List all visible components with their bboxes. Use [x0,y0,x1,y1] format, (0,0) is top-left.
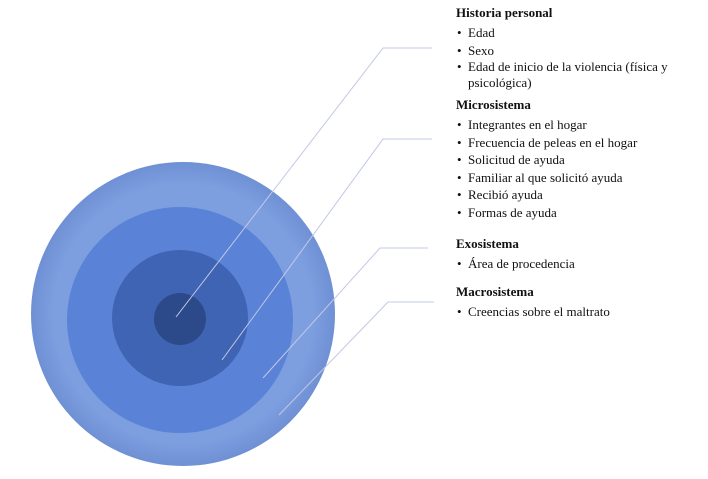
list-item: Familiar al que solicitó ayuda [456,169,706,187]
list-item: Integrantes en el hogar [456,116,706,134]
group-title: Microsistema [456,97,531,112]
list-item: Edad de inicio de la violencia (física y… [456,59,706,91]
list-item: Recibió ayuda [456,186,706,204]
list-item: Solicitud de ayuda [456,151,706,169]
connector-line-personal [175,47,432,318]
group-title: Macrosistema [456,284,534,299]
personal-history-group: Historia personal Edad Sexo Edad de inic… [456,5,706,91]
connector-line-macro [278,301,434,416]
list-item: Formas de ayuda [456,204,706,222]
connector-line-exo [262,247,428,379]
personal-history-circle [154,293,206,345]
microsystem-group: Microsistema Integrantes en el hogar Fre… [456,97,706,221]
list-item: Sexo [456,42,706,60]
group-title: Exosistema [456,236,519,251]
list-item: Edad [456,24,706,42]
list-item: Creencias sobre el maltrato [456,303,706,321]
group-title: Historia personal [456,5,553,20]
list-item: Área de procedencia [456,255,706,273]
list-item: Frecuencia de peleas en el hogar [456,134,706,152]
connector-line-micro [221,138,432,361]
macrosystem-group: Macrosistema Creencias sobre el maltrato [456,284,706,321]
exosystem-group: Exosistema Área de procedencia [456,236,706,273]
